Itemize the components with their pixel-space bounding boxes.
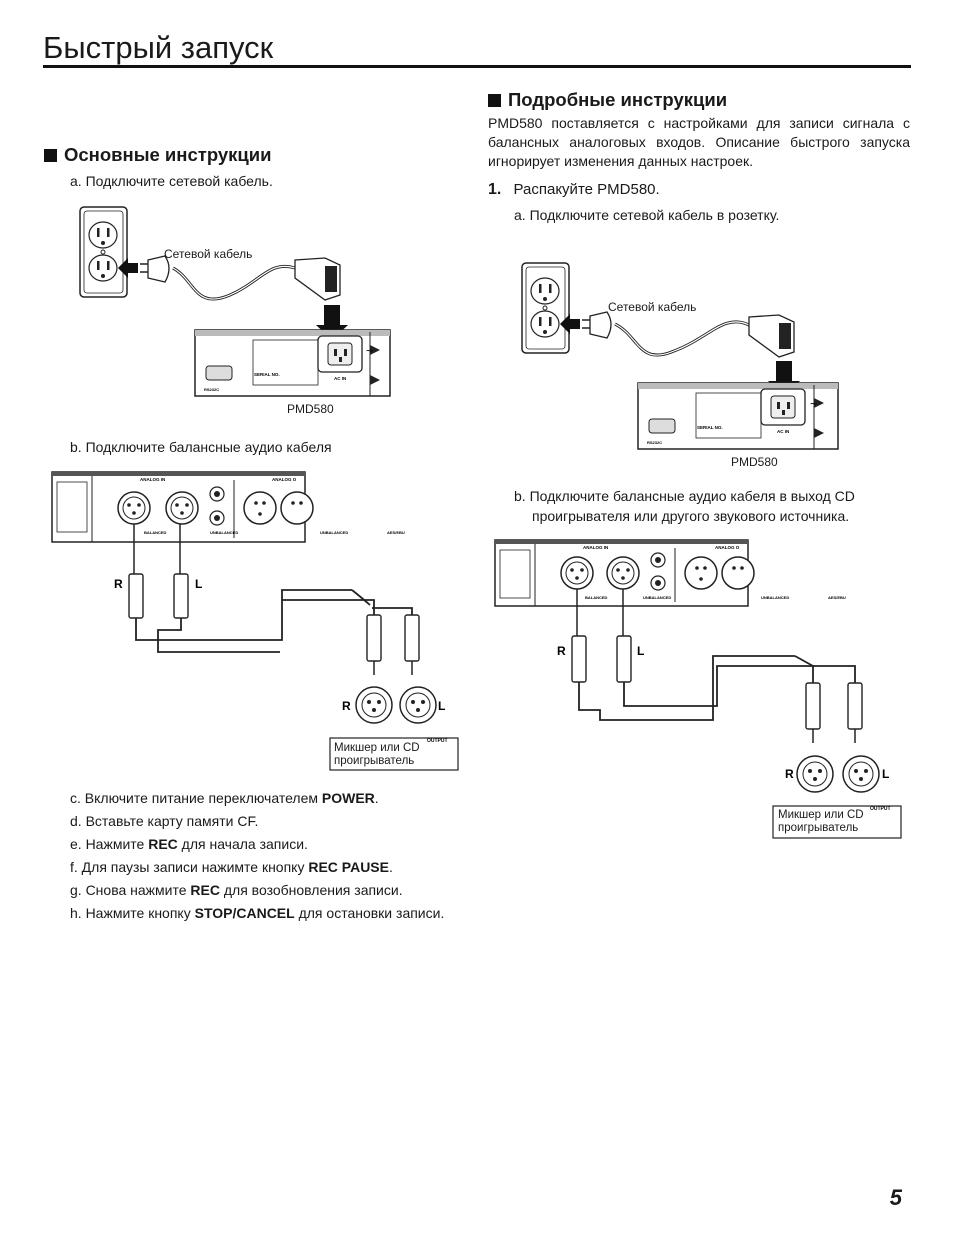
step-1-text: Распакуйте PMD580. — [513, 181, 660, 198]
left-cable-label: Сетевой кабель — [164, 247, 253, 261]
step-g: g. Снова нажмите REC для возобновления з… — [70, 882, 403, 898]
left-device-label: PMD580 — [287, 402, 334, 416]
left-heading-text: Основные инструкции — [64, 144, 272, 165]
heading-square-icon — [488, 93, 501, 107]
left-l-label: L — [195, 577, 202, 591]
right-heading-text: Подробные инструкции — [508, 89, 728, 110]
svg-text:UNBALANCED: UNBALANCED — [320, 530, 348, 535]
left-mixer-l-label: L — [438, 699, 445, 713]
step-f: f. Для паузы записи нажимте кнопку REC P… — [70, 859, 393, 875]
step-number: 1. — [488, 181, 502, 198]
svg-text:ANALOG IN: ANALOG IN — [583, 545, 608, 550]
right-r-label: R — [557, 644, 566, 658]
right-cable-label: Сетевой кабель — [608, 300, 697, 314]
rs232c-label: RS232C — [204, 387, 219, 392]
svg-text:AC IN: AC IN — [777, 429, 789, 434]
svg-text:UNBALANCED: UNBALANCED — [643, 595, 671, 600]
left-audio-diagram: ANALOG IN ANALOG O BALANCED UNBALANCED U… — [51, 471, 459, 771]
svg-text:ANALOG O: ANALOG O — [715, 545, 740, 550]
right-intro: PMD580 поставляется с настройками для за… — [488, 115, 910, 169]
left-power-diagram: ~ RS232C SERIAL NO. AC IN — [79, 206, 391, 397]
svg-text:AES/EBU: AES/EBU — [828, 595, 846, 600]
left-output-label: OUTPUT — [427, 738, 448, 744]
right-mixer-r-label: R — [785, 767, 794, 781]
step-c: c. Включите питание переключателем POWER… — [70, 790, 379, 806]
right-audio-diagram: ANALOG IN ANALOG O BALANCED UNBALANCED U… — [494, 539, 902, 839]
left-mixer-r-label: R — [342, 699, 351, 713]
svg-text:UNBALANCED: UNBALANCED — [761, 595, 789, 600]
title-rule — [43, 65, 911, 68]
right-mixer-label-2: проигрыватель — [778, 822, 859, 834]
svg-text:~: ~ — [366, 344, 373, 358]
left-step-b: b. Подключите балансные аудио кабеля — [70, 439, 332, 455]
step-d: d. Вставьте карту памяти CF. — [70, 813, 259, 829]
right-mixer-label-1: Микшер или CD — [778, 809, 864, 821]
page-title: Быстрый запуск — [43, 30, 274, 65]
left-r-label: R — [114, 577, 123, 591]
svg-text:AES/EBU: AES/EBU — [387, 530, 405, 535]
left-step-a: a. Подключите сетевой кабель. — [70, 173, 273, 189]
heading-square-icon — [44, 148, 57, 162]
page-number: 5 — [889, 1185, 902, 1210]
right-device-label: PMD580 — [731, 455, 778, 469]
left-heading: Основные инструкции — [44, 144, 272, 166]
step-e: e. Нажмите REC для начала записи. — [70, 836, 308, 852]
right-mixer-l-label: L — [882, 767, 889, 781]
right-step-b-1: b. Подключите балансные аудио кабеля в в… — [514, 488, 855, 504]
analog-in-label: ANALOG IN — [140, 477, 165, 482]
right-l-label: L — [637, 644, 644, 658]
svg-text:OUTPUT: OUTPUT — [870, 806, 891, 812]
left-mixer-label-1: Микшер или CD — [334, 742, 420, 754]
svg-text:~: ~ — [810, 397, 817, 411]
balanced-label: BALANCED — [144, 530, 167, 535]
right-step-b-2: проигрывателя или другого звукового исто… — [532, 508, 850, 524]
unbalanced-label: UNBALANCED — [210, 530, 238, 535]
right-power-diagram: ~ RS232C SERIAL NO. AC IN — [521, 262, 839, 450]
svg-text:RS232C: RS232C — [647, 440, 662, 445]
svg-text:BALANCED: BALANCED — [585, 595, 608, 600]
svg-text:SERIAL NO.: SERIAL NO. — [697, 425, 723, 430]
serial-label: SERIAL NO. — [254, 372, 280, 377]
right-step-1: 1. Распакуйте PMD580. — [488, 181, 660, 199]
ac-in-label: AC IN — [334, 376, 346, 381]
left-mixer-label-2: проигрыватель — [334, 755, 415, 767]
left-step-list: c. Включите питание переключателем POWER… — [70, 789, 466, 923]
step-h: h. Нажмите кнопку STOP/CANCEL для остано… — [70, 905, 445, 921]
analog-out-label: ANALOG O — [272, 477, 297, 482]
right-step-a: a. Подключите сетевой кабель в розетку. — [514, 207, 780, 223]
right-heading: Подробные инструкции — [488, 89, 727, 111]
